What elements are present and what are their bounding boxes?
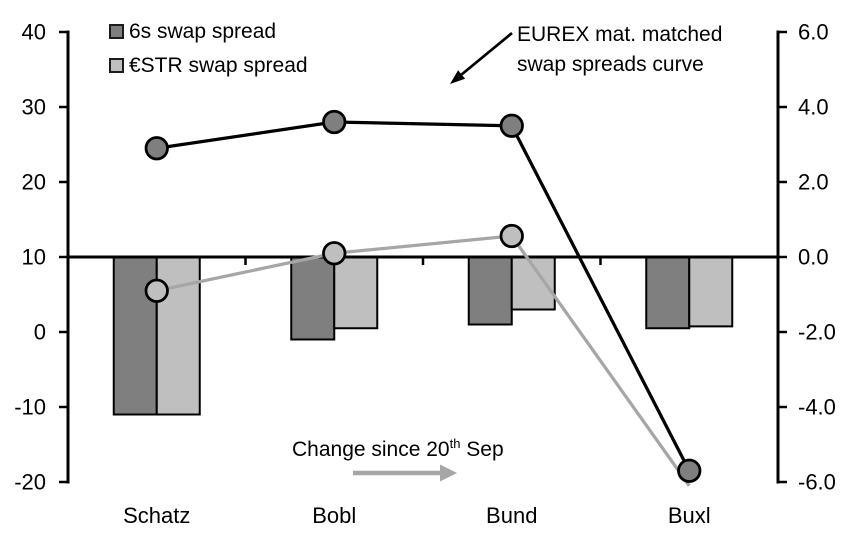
right-axis-tick-label: 0.0 [798, 245, 829, 270]
bar-6s-bund [467, 256, 513, 326]
marker-6s-buxl [677, 458, 702, 483]
legend-label-estr: €STR swap spread [129, 53, 308, 77]
category-label-bund: Bund [486, 503, 537, 528]
left-axis-tick-label: 40 [22, 20, 46, 45]
bar-6s-buxl [645, 256, 691, 330]
marker-6s-bund [499, 113, 524, 138]
bar-estr-bobl [333, 256, 379, 330]
category-label-buxl: Buxl [668, 503, 711, 528]
left-axis-tick-label: 30 [22, 95, 46, 120]
marker-6s-schatz [144, 136, 169, 161]
right-axis-tick-label: 4.0 [798, 95, 829, 120]
category-label-schatz: Schatz [123, 503, 190, 528]
bar-estr-buxl [688, 256, 734, 328]
right-axis-tick-label: -6.0 [798, 470, 836, 495]
eurex-annotation-arrow [460, 31, 513, 76]
change-annotation-sup: th [449, 436, 461, 451]
line-estr [156, 234, 691, 487]
eurex-annotation: EUREX mat. matched swap spreads curve [517, 20, 722, 80]
marker-estr-schatz [144, 278, 169, 303]
right-axis-tick-label: 6.0 [798, 20, 829, 45]
marker-estr-bund [499, 223, 524, 249]
marker-6s-bobl [322, 109, 347, 135]
right-axis-tick-label: 2.0 [798, 170, 829, 195]
change-annotation-prefix: Change since 20 [292, 438, 450, 461]
right-axis-tick-label: -4.0 [798, 395, 836, 420]
change-annotation: Change since 20th Sep [292, 436, 504, 462]
chart-legend: 6s swap spread €STR swap spread [109, 14, 308, 82]
legend-swatch-light-icon [109, 57, 124, 73]
left-axis-tick-label: 10 [22, 245, 46, 270]
category-label-bobl: Bobl [312, 503, 356, 528]
left-axis-tick-label: -10 [14, 395, 46, 420]
left-axis-tick-label: -20 [14, 470, 46, 495]
eurex-annotation-arrowhead-icon [450, 70, 466, 84]
change-arrowhead-icon [440, 464, 457, 482]
legend-item-estr: €STR swap spread [109, 48, 308, 82]
left-axis-tick-label: 20 [22, 170, 46, 195]
line-6s [156, 120, 691, 472]
eurex-annotation-line1: EUREX mat. matched [517, 23, 723, 46]
legend-swatch-dark-icon [109, 23, 124, 39]
bar-6s-bobl [290, 256, 336, 341]
marker-estr-bobl [322, 241, 347, 266]
legend-item-6s: 6s swap spread [109, 14, 308, 48]
left-axis-tick-label: 0 [34, 320, 46, 345]
eurex-annotation-line2: swap spreads curve [517, 53, 704, 76]
legend-label-6s: 6s swap spread [129, 19, 277, 43]
right-axis-tick-label: -2.0 [798, 320, 836, 345]
change-annotation-suffix: Sep [460, 438, 504, 461]
